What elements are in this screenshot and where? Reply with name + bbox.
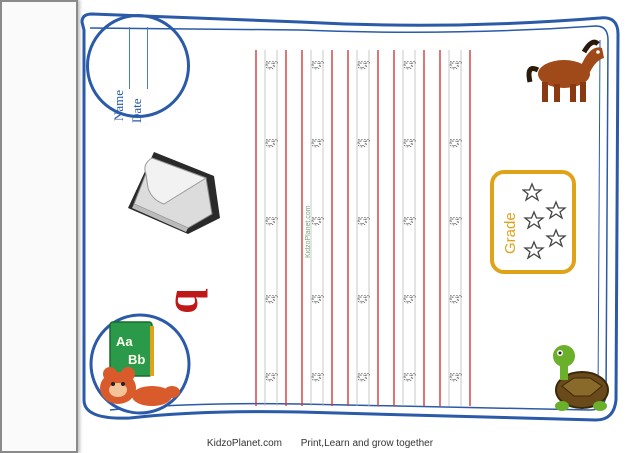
trace-letter: b [446, 216, 464, 226]
trace-letter: b [354, 216, 372, 226]
trace-column[interactable]: b b b b b [255, 50, 287, 406]
trace-letter: b [354, 294, 372, 304]
trace-column[interactable]: b b b b b [439, 50, 471, 406]
trace-letter: b [262, 60, 280, 70]
name-label: Name [111, 89, 126, 121]
trace-letter: b [446, 294, 464, 304]
trace-letter: b [354, 138, 372, 148]
trace-letter: b [262, 216, 280, 226]
watermark: KidzoPlanet.com [305, 205, 312, 258]
trace-letter: b [400, 216, 418, 226]
star-icon [522, 182, 567, 260]
trace-letter: b [262, 294, 280, 304]
grade-label: Grade [502, 212, 519, 254]
trace-letter: b [400, 294, 418, 304]
trace-letter: b [308, 294, 326, 304]
turtle-icon [553, 345, 609, 411]
trace-letter: b [446, 60, 464, 70]
tile-bb: Bb [128, 352, 145, 367]
trace-letter: b [400, 372, 418, 382]
bear-abc-clipart: Aa Bb [89, 313, 191, 415]
trace-letter: b [308, 138, 326, 148]
trace-letter: b [308, 372, 326, 382]
tile-aa: Aa [116, 334, 133, 349]
horse-icon [526, 39, 604, 102]
trace-column[interactable]: b b b b b [393, 50, 425, 406]
trace-letter: b [354, 60, 372, 70]
trace-letter: b [446, 138, 464, 148]
left-margin-strip [0, 0, 78, 453]
date-line[interactable] [147, 27, 148, 89]
trace-letter: b [400, 60, 418, 70]
date-label: Date [129, 98, 144, 123]
trace-column[interactable]: b b b b b [301, 50, 333, 406]
trace-letter: b [308, 60, 326, 70]
footer-tagline: Print,Learn and grow together [300, 438, 434, 449]
trace-letter: b [354, 372, 372, 382]
trace-column[interactable]: b b b b b [347, 50, 379, 406]
trace-letter: b [446, 372, 464, 382]
trace-letter: b [400, 138, 418, 148]
footer: KidzoPlanet.com Print,Learn and grow tog… [0, 438, 640, 449]
name-line[interactable] [129, 27, 130, 89]
trace-letter: b [308, 216, 326, 226]
trace-grid[interactable]: b b b b b b b b b b b b b b b b b b b b b b b b b [250, 48, 480, 410]
featured-letter: b [165, 288, 217, 314]
grade-box: Grade [490, 170, 576, 274]
trace-letter: b [262, 372, 280, 382]
book-icon [128, 152, 220, 234]
footer-site[interactable]: KidzoPlanet.com [206, 438, 282, 449]
name-date-circle: Name Date [86, 14, 190, 123]
trace-letter: b [262, 138, 280, 148]
